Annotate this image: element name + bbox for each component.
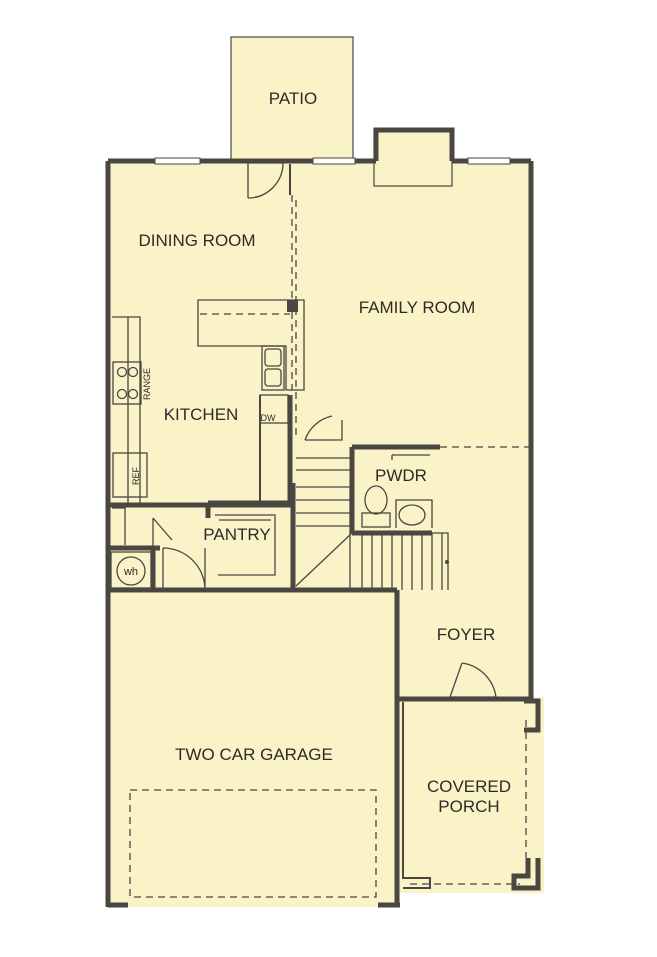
water-heater-closet: [110, 551, 152, 589]
patio-floor: [230, 36, 354, 162]
porch-column-bottom: [511, 858, 541, 891]
range-burner-3: [116, 388, 128, 400]
porch-left-wall: [402, 702, 431, 889]
fireplace-floor: [373, 129, 453, 187]
porch-column-top: [524, 698, 541, 733]
fixture-labels: RANGE REF DW wh: [123, 368, 276, 578]
room-labels: PATIO DINING ROOM FAMILY ROOM KITCHEN PW…: [138, 89, 511, 816]
door-stair-closet[interactable]: [304, 415, 343, 441]
fireplace-wall: [373, 127, 455, 161]
kitchen-label: KITCHEN: [164, 405, 239, 424]
two-car-garage-label: TWO CAR GARAGE: [175, 745, 333, 764]
house-floor: [108, 161, 544, 907]
stair-treads-upper: [361, 533, 443, 590]
powder-room-fixtures: [361, 485, 433, 528]
range-label: RANGE: [142, 368, 152, 400]
kitchen-sink: [261, 345, 285, 391]
covered-porch-label-line2: PORCH: [438, 797, 499, 816]
pantry-label: PANTRY: [203, 525, 270, 544]
sink-basin-2: [264, 368, 282, 387]
door-pwdr[interactable]: [391, 454, 430, 460]
pantry-details: [112, 507, 276, 576]
windows: [154, 157, 511, 165]
kitchen-fixtures: [112, 299, 305, 505]
water-heater: [110, 551, 152, 589]
refrigerator-box: [112, 452, 148, 498]
water-heater-tank: [116, 556, 146, 586]
door-pantry[interactable]: [152, 517, 173, 548]
patio-label: PATIO: [269, 89, 318, 108]
water-heater-label: wh: [123, 566, 138, 578]
foyer-label: FOYER: [437, 625, 496, 644]
stairs: [295, 457, 449, 590]
door-patio[interactable]: [247, 162, 284, 199]
door-garage[interactable]: [162, 547, 206, 591]
family-room-label: FAMILY ROOM: [359, 298, 476, 317]
window-family-top-right: [467, 157, 511, 165]
covered-porch-label-line1: COVERED: [427, 777, 511, 796]
porch-columns: [402, 698, 541, 891]
dashed-lines: [129, 195, 527, 898]
dishwasher-box: [259, 394, 289, 424]
stair-upper-run: [352, 532, 449, 590]
pantry-shelf: [215, 514, 276, 576]
range-box: [112, 361, 142, 405]
window-dining-top: [154, 157, 201, 165]
toilet-tank: [361, 512, 391, 528]
doors: [152, 162, 497, 698]
range-burner-2: [127, 366, 139, 378]
refrigerator-label: REF: [131, 466, 141, 485]
stair-diagonal: [295, 532, 353, 587]
kitchen-island: [197, 299, 305, 391]
pwdr-label: PWDR: [375, 466, 427, 485]
sink-basin-1: [264, 348, 282, 367]
range-burner-4: [127, 388, 139, 400]
floor-fills: [108, 36, 544, 907]
vanity-sink: [398, 504, 426, 526]
dishwasher-label: DW: [261, 413, 276, 423]
door-front[interactable]: [449, 662, 497, 698]
dining-room-label: DINING ROOM: [138, 231, 255, 250]
vanity: [395, 499, 433, 528]
laundry-shelf: [112, 507, 126, 545]
stair-lower-run: [296, 486, 351, 590]
kitchen-counter-left: [112, 316, 141, 505]
newel-post: [445, 560, 449, 564]
range-burner-1: [116, 366, 128, 378]
column-post: [287, 300, 298, 312]
window-family-top: [312, 157, 356, 165]
garage-door: [129, 789, 377, 898]
toilet-bowl: [364, 485, 388, 515]
